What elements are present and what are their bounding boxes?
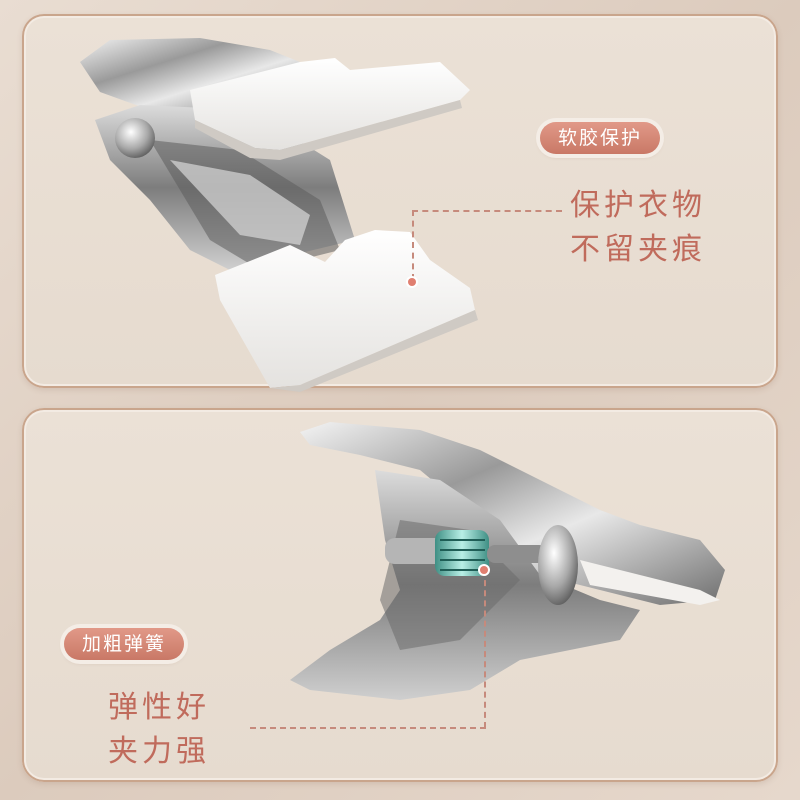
bottom-clip xyxy=(290,422,725,700)
soft-rubber-badge: 软胶保护 xyxy=(540,122,661,154)
caption-line: 夹力强 xyxy=(108,734,210,769)
bottom-callout-dot xyxy=(480,566,488,574)
top-leader-vertical xyxy=(412,210,414,280)
bottom-leader-vertical xyxy=(484,570,486,728)
top-callout-dot xyxy=(408,278,416,286)
caption-line: 保护衣物 xyxy=(570,188,706,223)
top-leader-horizontal xyxy=(412,210,562,212)
thick-spring-caption: 弹性好 夹力强 xyxy=(108,686,210,774)
top-clip xyxy=(80,38,478,392)
bottom-leader-horizontal xyxy=(250,727,486,729)
caption-line: 弹性好 xyxy=(108,690,210,725)
soft-rubber-caption: 保护衣物 不留夹痕 xyxy=(570,184,706,272)
caption-line: 不留夹痕 xyxy=(570,232,706,267)
thick-spring-badge: 加粗弹簧 xyxy=(64,628,185,660)
